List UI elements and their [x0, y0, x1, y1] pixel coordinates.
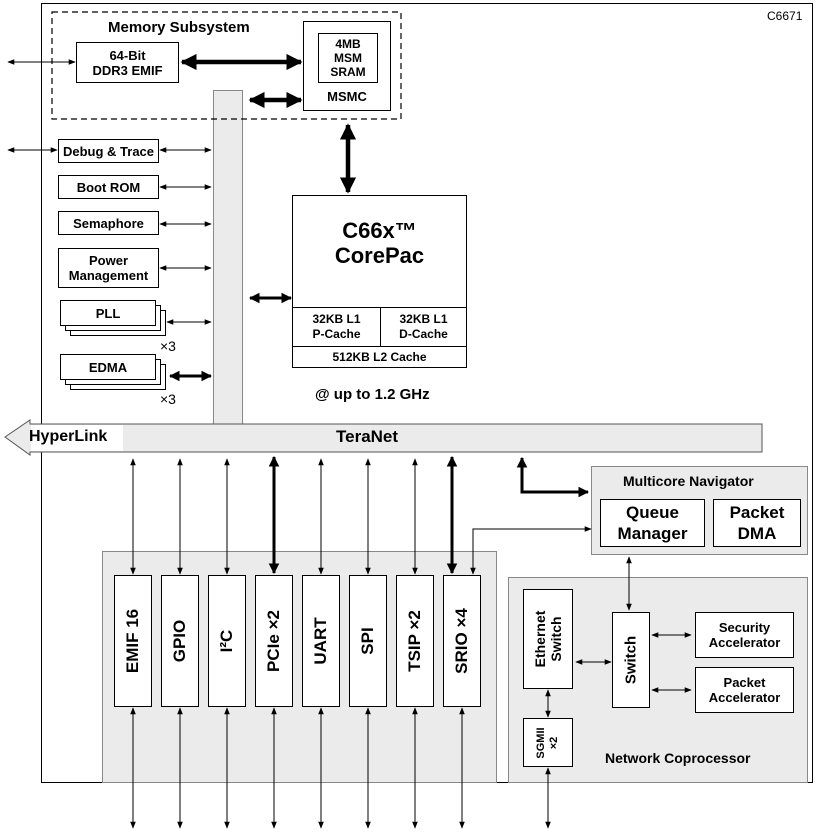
corepac-speed: @ up to 1.2 GHz: [315, 386, 430, 403]
edma-count: ×3: [160, 391, 176, 407]
io-gpio-label: GPIO: [170, 619, 189, 663]
l2-cache-block: 512KB L2 Cache: [292, 346, 467, 368]
ethernet-switch-block: Ethernet Switch: [523, 589, 573, 689]
power-management-label: Power Management: [68, 253, 149, 283]
io-emif16-label: EMIF 16: [123, 608, 142, 674]
pll-block: PLL: [60, 300, 156, 326]
io-uart-block: UART: [302, 575, 340, 707]
io-gpio-block: GPIO: [161, 575, 199, 707]
io-spi-block: SPI: [349, 575, 387, 707]
io-emif16-block: EMIF 16: [114, 575, 152, 707]
edma-block: EDMA: [60, 354, 156, 380]
corepac-title: C66x™ CorePac: [334, 218, 425, 268]
sgmii-label: SGMII ×2: [535, 726, 560, 759]
io-tsip-block: TSIP ×2: [396, 575, 434, 707]
msm-sram-block: 4MB MSM SRAM: [318, 33, 378, 83]
queue-manager-block: Queue Manager: [600, 499, 705, 547]
chip-id: C6671: [767, 9, 803, 23]
debug-trace-label: Debug & Trace: [62, 143, 155, 159]
queue-manager-label: Queue Manager: [617, 503, 688, 543]
sgmii-block: SGMII ×2: [523, 718, 573, 767]
packet-accelerator-block: Packet Accelerator: [695, 667, 794, 713]
l2-cache-label: 512KB L2 Cache: [332, 349, 427, 364]
semaphore-block: Semaphore: [58, 211, 159, 235]
boot-rom-block: Boot ROM: [58, 175, 159, 199]
hyperlink-label: HyperLink: [29, 428, 108, 445]
teranet-vertical-bus: [213, 90, 243, 426]
teranet-bus-shape: [4, 419, 763, 456]
msmc-label: MSMC: [327, 89, 367, 104]
packet-dma-label: Packet DMA: [729, 503, 785, 543]
edma-label: EDMA: [88, 359, 128, 375]
memory-subsystem-title: Memory Subsystem: [108, 19, 250, 36]
pll-count: ×3: [160, 338, 176, 354]
l1p-cache-block: 32KB L1 P-Cache: [292, 307, 381, 347]
power-management-block: Power Management: [58, 248, 159, 288]
io-srio-label: SRIO ×4: [452, 608, 471, 674]
io-srio-block: SRIO ×4: [443, 575, 481, 707]
io-i2c-label: I²C: [217, 629, 236, 653]
debug-trace-block: Debug & Trace: [58, 139, 159, 163]
boot-rom-label: Boot ROM: [76, 179, 141, 195]
l1p-cache-label: 32KB L1 P-Cache: [312, 312, 361, 341]
l1d-cache-block: 32KB L1 D-Cache: [380, 307, 467, 347]
multicore-navigator-title: Multicore Navigator: [623, 473, 754, 489]
ddr3-emif-label: 64-Bit DDR3 EMIF: [92, 47, 163, 78]
packet-dma-block: Packet DMA: [713, 499, 801, 547]
network-coprocessor-title: Network Coprocessor: [605, 750, 751, 766]
io-pcie-label: PCIe ×2: [264, 610, 283, 672]
msm-sram-label: 4MB MSM SRAM: [330, 37, 366, 79]
l1d-cache-label: 32KB L1 D-Cache: [399, 312, 448, 341]
io-uart-label: UART: [311, 617, 330, 665]
switch-label: Switch: [622, 635, 640, 685]
io-spi-label: SPI: [358, 627, 377, 655]
teranet-label: TeraNet: [336, 427, 399, 446]
pll-label: PLL: [95, 305, 121, 321]
packet-accelerator-label: Packet Accelerator: [708, 675, 781, 705]
security-accelerator-label: Security Accelerator: [708, 620, 781, 650]
switch-block: Switch: [612, 612, 650, 708]
ethernet-switch-label: Ethernet Switch: [532, 610, 564, 668]
io-i2c-block: I²C: [208, 575, 246, 707]
io-pcie-block: PCIe ×2: [255, 575, 293, 707]
semaphore-label: Semaphore: [73, 215, 144, 231]
io-tsip-label: TSIP ×2: [405, 610, 424, 672]
ddr3-emif-block: 64-Bit DDR3 EMIF: [76, 42, 179, 83]
security-accelerator-block: Security Accelerator: [695, 612, 794, 658]
